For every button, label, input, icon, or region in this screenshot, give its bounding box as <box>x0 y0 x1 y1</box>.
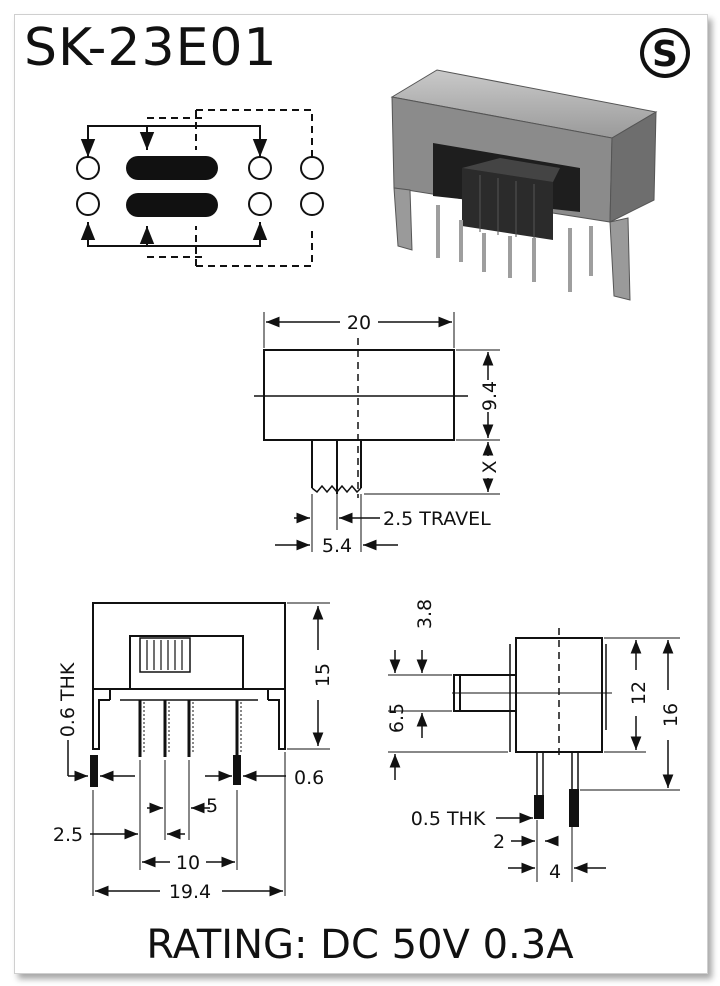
front-view <box>67 602 330 897</box>
side-view <box>388 628 680 882</box>
dim-height-9-4: 9.4 <box>479 381 501 411</box>
circuit-schematic <box>76 109 324 267</box>
dim-height-15: 15 <box>312 663 334 687</box>
logo-letter: S <box>652 34 678 75</box>
part-number-title: SK-23E01 <box>24 18 278 78</box>
brand-logo: S <box>640 28 690 78</box>
dim-actuator-3-8: 3.8 <box>414 599 436 629</box>
dim-actuator-5-4: 5.4 <box>322 535 352 557</box>
top-view <box>254 312 500 552</box>
dim-pin-pitch-5: 5 <box>206 795 218 817</box>
dim-thickness-0-6: 0.6 THK <box>57 662 79 737</box>
dim-6-5: 6.5 <box>386 703 408 733</box>
dim-4: 4 <box>549 861 561 883</box>
dim-height-12: 12 <box>628 681 650 705</box>
dim-travel: 2.5 TRAVEL <box>383 508 491 530</box>
dim-10: 10 <box>176 852 200 874</box>
dim-width-20: 20 <box>347 312 371 334</box>
dim-2-5: 2.5 <box>53 824 83 846</box>
dim-2: 2 <box>493 831 505 853</box>
slider-contacts <box>126 156 218 217</box>
dim-thickness-0-5: 0.5 THK <box>411 808 486 830</box>
dim-actuator-x: X <box>479 460 501 473</box>
electrical-rating: RATING: DC 50V 0.3A <box>146 922 574 968</box>
dim-height-16: 16 <box>660 703 682 727</box>
dim-width-19-4: 19.4 <box>169 881 211 903</box>
product-3d-view <box>390 69 658 301</box>
dim-0-6: 0.6 <box>294 767 324 789</box>
